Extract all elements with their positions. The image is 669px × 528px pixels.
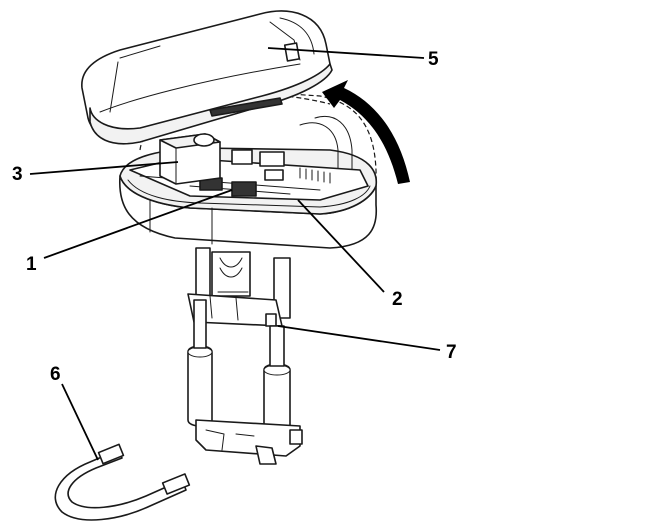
leader-1 bbox=[43, 189, 233, 259]
stem-assembly bbox=[187, 247, 303, 465]
opening-arrow-icon bbox=[322, 80, 410, 184]
leader-3 bbox=[29, 161, 179, 175]
chip-c bbox=[259, 151, 285, 167]
leader-6 bbox=[61, 383, 99, 461]
callout-1: 1 bbox=[26, 254, 37, 275]
motor-block bbox=[159, 133, 221, 185]
callout-labels: 5 3 1 2 7 6 bbox=[12, 49, 457, 385]
chip-b bbox=[231, 181, 257, 197]
leader-7 bbox=[277, 325, 441, 351]
lid-latch bbox=[283, 42, 301, 62]
callout-3: 3 bbox=[12, 164, 23, 185]
chip-d bbox=[231, 149, 253, 165]
callout-2: 2 bbox=[392, 289, 403, 310]
leader-5 bbox=[267, 47, 425, 59]
pin-header bbox=[299, 167, 331, 184]
callout-5: 5 bbox=[428, 49, 439, 70]
leader-2 bbox=[297, 199, 385, 293]
coupling-nut bbox=[289, 429, 303, 445]
callout-6: 6 bbox=[50, 364, 61, 385]
chip-e bbox=[264, 169, 284, 181]
lid bbox=[81, 10, 333, 145]
u-clip bbox=[54, 443, 191, 521]
leader-lines bbox=[29, 47, 441, 461]
callout-7: 7 bbox=[446, 342, 457, 363]
bracket-screw bbox=[265, 313, 277, 327]
